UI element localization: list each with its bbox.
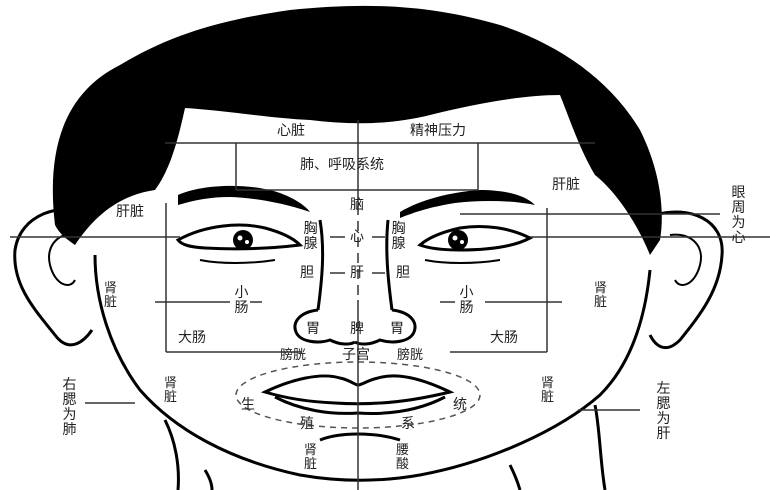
label-bladder-right: 膀胱	[397, 348, 424, 363]
nostril-left	[293, 308, 356, 346]
reproductive-zone-outline	[235, 361, 481, 429]
mouth-upper	[260, 374, 455, 406]
note-left-cheek-liver: 左腮为肝	[656, 381, 671, 442]
nose-right	[385, 219, 394, 311]
label-small-intestine-right: 小肠	[459, 285, 474, 316]
label-thymus-right: 胸腺	[391, 221, 406, 252]
label-thymus-left: 胸腺	[303, 221, 318, 252]
label-kidney-right: 肾脏	[593, 281, 607, 310]
label-reproductive-3: 系	[401, 416, 415, 432]
label-cheek-kidney-right: 肾脏	[540, 376, 554, 405]
label-kidney-left: 肾脏	[103, 281, 117, 310]
label-brain: 脑	[350, 197, 364, 213]
label-cheek-kidney-left: 肾脏	[163, 376, 177, 405]
label-lung-respiratory: 肺、呼吸系统	[300, 157, 384, 173]
label-gallbladder-left: 胆	[300, 265, 314, 281]
note-right-cheek-lung: 右腮为肺	[62, 377, 77, 438]
face-outline	[93, 254, 652, 482]
label-bladder-left: 膀胱	[280, 348, 307, 363]
hair-shape	[52, 5, 662, 256]
label-stomach-right: 胃	[390, 321, 404, 337]
label-reproductive-4: 统	[453, 397, 467, 413]
eye-right	[417, 224, 534, 252]
nose-left	[316, 219, 325, 311]
label-liver-center: 肝	[350, 265, 364, 281]
label-chin-lumbar-ache: 腰酸	[395, 443, 409, 472]
label-stomach-left: 胃	[306, 321, 320, 337]
neck-left	[163, 419, 180, 490]
label-large-intestine-right: 大肠	[490, 330, 518, 346]
note-eye-area-heart: 眼周为心	[731, 185, 746, 246]
label-large-intestine-left: 大肠	[178, 330, 206, 346]
nostril-right	[354, 308, 417, 346]
label-liver-right: 肝脏	[552, 177, 580, 193]
neck-right	[593, 404, 607, 490]
label-uterus: 子宫	[342, 347, 370, 363]
label-liver-left: 肝脏	[116, 204, 144, 220]
label-chin-kidney: 肾脏	[303, 443, 317, 472]
eye-left	[175, 223, 304, 251]
ear-left	[13, 207, 96, 347]
label-small-intestine-left: 小肠	[234, 285, 249, 316]
label-reproductive-1: 生	[241, 397, 255, 413]
label-spleen: 脾	[350, 321, 364, 337]
ear-right	[648, 210, 724, 350]
label-heart-center: 心	[350, 229, 364, 245]
label-heart-forehead: 心脏	[277, 123, 305, 139]
eyebrow-right	[400, 190, 535, 218]
eyebrow-left	[178, 185, 310, 212]
label-reproductive-2: 殖	[300, 416, 314, 432]
label-mental-stress: 精神压力	[410, 123, 466, 139]
label-gallbladder-right: 胆	[396, 265, 410, 281]
